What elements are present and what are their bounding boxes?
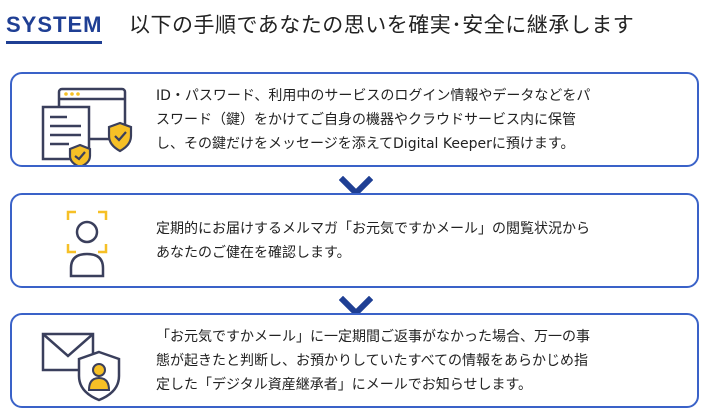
step-1-line-3: し、その鍵だけをメッセージを添えてDigital Keeperに預けます。 bbox=[156, 135, 575, 152]
step-box-3: 「お元気ですかメール」に一定期間ご返事がなかった場合、万一の事 態が起きたと判断… bbox=[10, 313, 699, 408]
step-2-text: 定期的にお届けするメルマガ「お元気ですかメール」の閲覧状況から あなたのご健在を… bbox=[156, 217, 683, 265]
step-3-text: 「お元気ですかメール」に一定期間ご返事がなかった場合、万一の事 態が起きたと判断… bbox=[156, 325, 683, 397]
browser-document-shield-icon bbox=[37, 85, 137, 169]
step-1-text: ID・パスワード、利用中のサービスのログイン情報やデータなどをパ スワード（鍵）… bbox=[156, 84, 683, 156]
page-title: 以下の手順であなたの思いを確実･安全に継承します bbox=[129, 13, 635, 37]
step-1-line-1: ID・パスワード、利用中のサービスのログイン情報やデータなどをパ bbox=[156, 87, 591, 104]
step-3-line-1: 「お元気ですかメール」に一定期間ご返事がなかった場合、万一の事 bbox=[156, 328, 590, 345]
step-box-1: ID・パスワード、利用中のサービスのログイン情報やデータなどをパ スワード（鍵）… bbox=[10, 72, 699, 169]
step-2-line-2: あなたのご健在を確認します。 bbox=[156, 244, 351, 261]
step-3-line-3: 定した「デジタル資産継承者」にメールでお知らせします。 bbox=[156, 376, 533, 393]
step-box-2: 定期的にお届けするメルマガ「お元気ですかメール」の閲覧状況から あなたのご健在を… bbox=[10, 193, 699, 288]
header: SYSTEM 以下の手順であなたの思いを確実･安全に継承します bbox=[6, 8, 706, 48]
person-face-scan-icon bbox=[37, 206, 137, 278]
step-2-line-1: 定期的にお届けするメルマガ「お元気ですかメール」の閲覧状況から bbox=[156, 220, 590, 237]
step-1-line-2: スワード（鍵）をかけてご自身の機器やクラウドサービス内に保管 bbox=[156, 111, 576, 128]
step-3-line-2: 態が起きたと判断し、お預かりしていたすべての情報をあらかじめ指 bbox=[156, 352, 589, 369]
envelope-person-shield-icon bbox=[37, 326, 137, 402]
system-label: SYSTEM bbox=[6, 12, 103, 44]
